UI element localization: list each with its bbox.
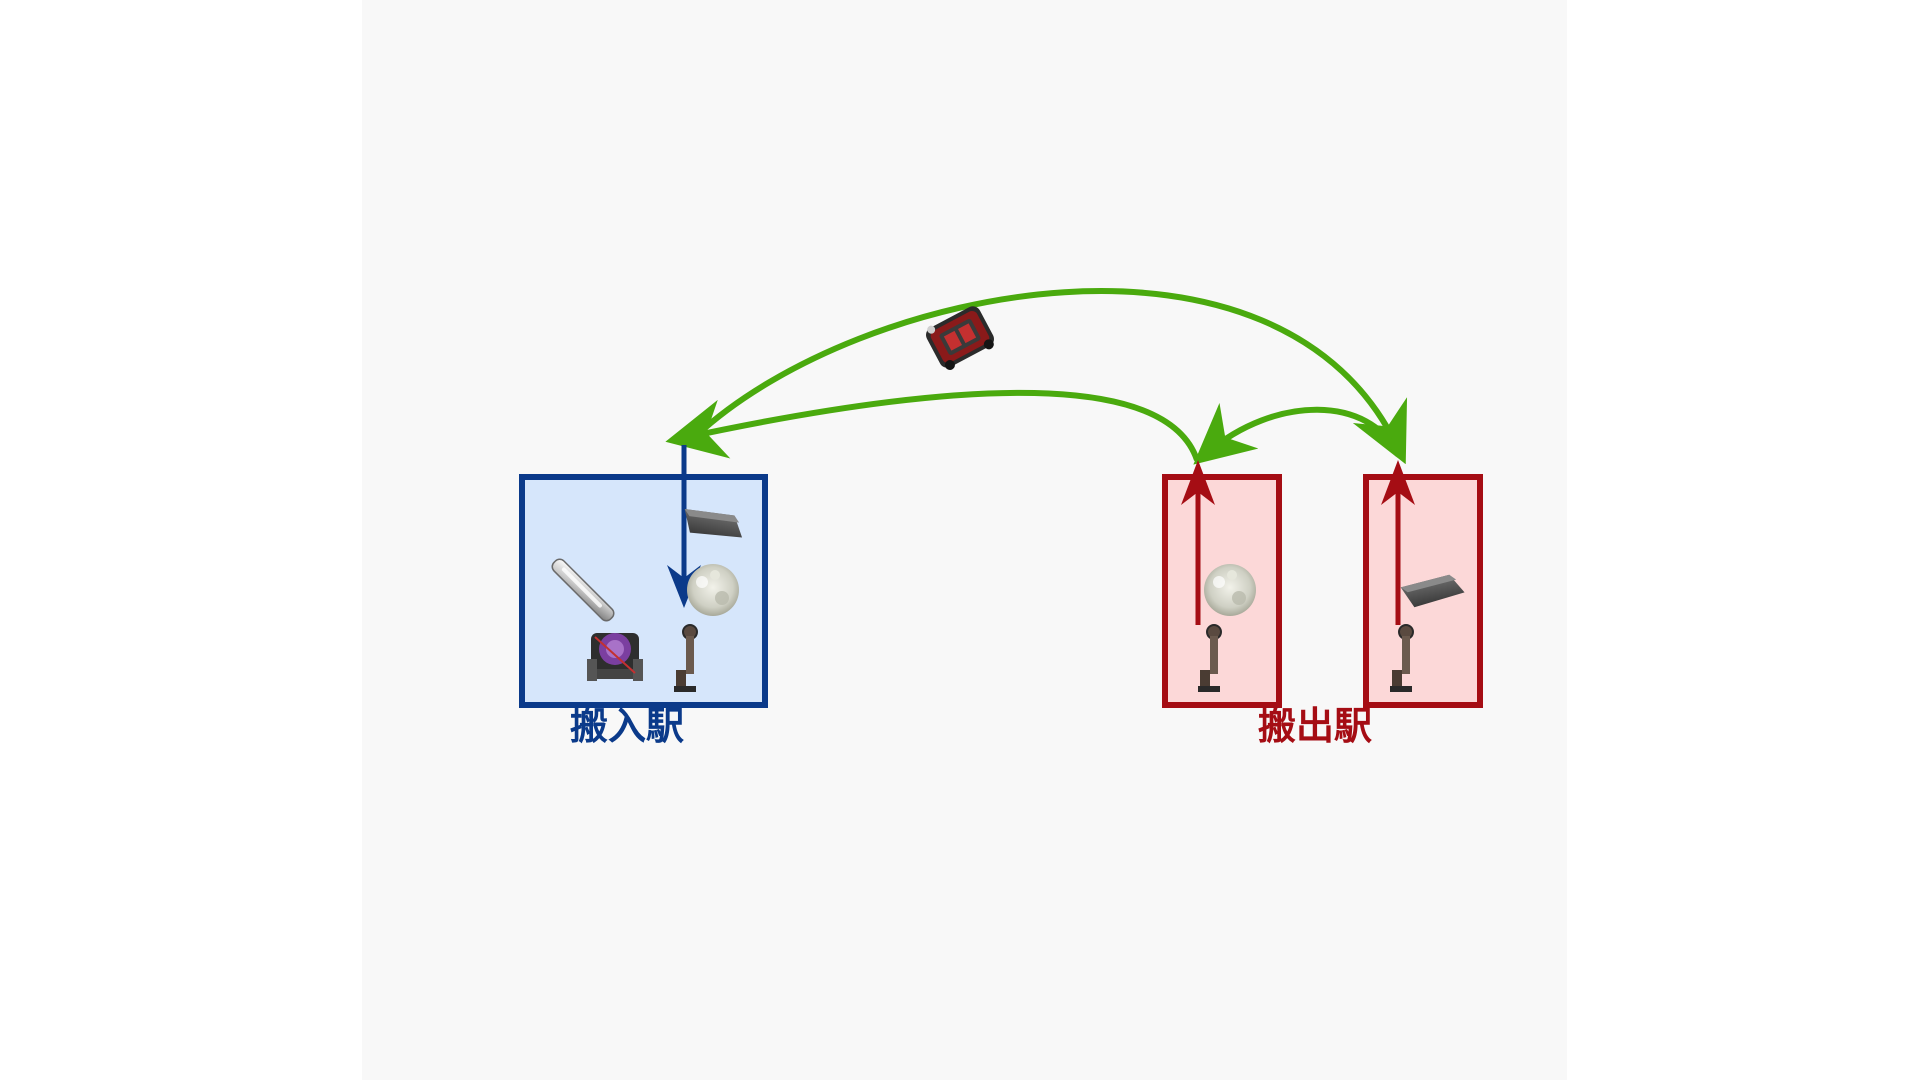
unloading-station-label: 搬入駅 bbox=[570, 704, 685, 748]
route-arrow-outbound bbox=[694, 288, 1407, 465]
inserter-icon bbox=[1198, 624, 1222, 692]
assembler-icon bbox=[587, 633, 643, 681]
route-arrow-between-loading bbox=[1193, 402, 1401, 465]
stone-icon bbox=[687, 564, 739, 616]
iron-stick-icon bbox=[551, 558, 615, 622]
steel-plate-icon bbox=[1400, 574, 1465, 608]
load-arrow-head-2 bbox=[1381, 460, 1415, 505]
stone-icon bbox=[1204, 564, 1256, 616]
load-arrow-head-1 bbox=[1181, 460, 1215, 505]
inserter-icon bbox=[674, 624, 698, 692]
inserter-icon bbox=[1390, 624, 1414, 692]
route-arrow-return bbox=[665, 389, 1200, 461]
loading-station-label: 搬出駅 bbox=[1258, 704, 1373, 748]
steel-plate-icon bbox=[684, 508, 743, 538]
rail-car-icon bbox=[926, 306, 994, 370]
